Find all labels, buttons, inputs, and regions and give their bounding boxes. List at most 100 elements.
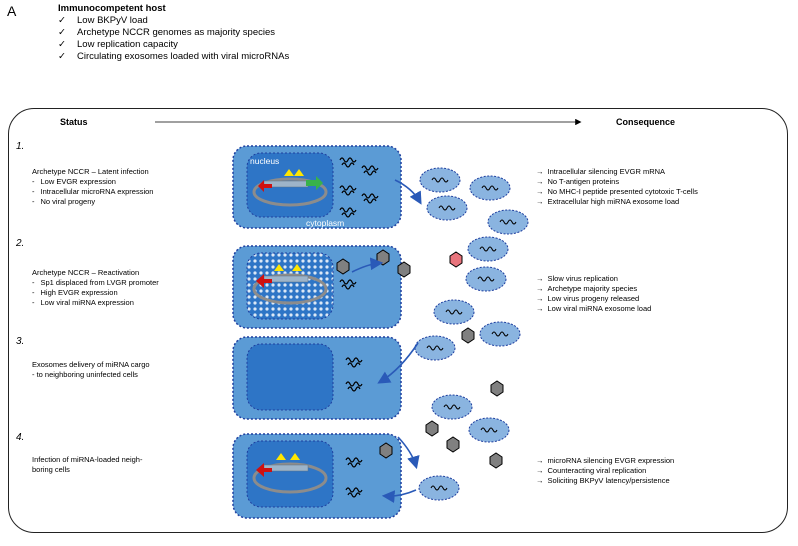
- arrow-icon: →: [536, 294, 544, 303]
- consequence-item: Archetype majority species: [547, 284, 638, 293]
- mirna-squiggle: [345, 457, 363, 468]
- exosome: [414, 335, 456, 361]
- promoter-marker: [290, 453, 300, 460]
- mirna-squiggle: [339, 207, 357, 218]
- exosome: [418, 475, 460, 501]
- nucleus: [246, 343, 334, 411]
- consequence-item: Extracellular high miRNA exosome load: [547, 197, 680, 206]
- virion: [397, 261, 411, 278]
- uptake-arrow: [381, 489, 417, 504]
- status-header: Status: [60, 117, 88, 127]
- uptake-arrow: [397, 436, 420, 470]
- nucleus: [246, 440, 334, 508]
- host-item: ✓Low replication capacity: [58, 39, 289, 51]
- exosome: [419, 167, 461, 193]
- arrow-icon: →: [536, 304, 544, 313]
- uptake-arrow: [377, 342, 419, 384]
- check-icon: ✓: [58, 27, 66, 38]
- exosomes: [414, 167, 529, 501]
- cell-3: [232, 336, 402, 420]
- mirna-squiggle: [339, 157, 357, 168]
- exosome: [426, 195, 468, 221]
- check-icon: ✓: [58, 39, 66, 50]
- exosome: [487, 209, 529, 235]
- virion: [379, 442, 393, 459]
- cell-4: [232, 433, 402, 519]
- cell-1: nucleus cytoplasm: [232, 145, 402, 229]
- viral-genome: [252, 177, 328, 207]
- promoter-marker: [284, 169, 294, 176]
- mirna-squiggle: [345, 357, 363, 368]
- stage-3-description: Exosomes delivery of miRNA cargo - to ne…: [32, 360, 150, 380]
- cytoplasm-label: cytoplasm: [306, 218, 344, 228]
- exosome: [465, 266, 507, 292]
- promoter-marker: [274, 264, 284, 271]
- host-summary: Immunocompetent host ✓Low BKPyV load ✓Ar…: [58, 3, 289, 63]
- panel-letter: A: [7, 3, 17, 19]
- stage-title: Exosomes delivery of miRNA cargo: [32, 360, 150, 369]
- host-item: ✓ Circulating exosomes loaded with viral …: [58, 51, 289, 63]
- consequence-item: No MHC-I peptide presented cytotoxic T-c…: [547, 187, 698, 196]
- arrow-icon: →: [536, 177, 544, 186]
- exosome: [433, 299, 475, 325]
- mirna-squiggle: [345, 487, 363, 498]
- host-item-text: Low BKPyV load: [77, 15, 148, 26]
- early-gene-arrow: [258, 180, 272, 192]
- exosome: [479, 321, 521, 347]
- virion: [489, 452, 503, 469]
- virion: [336, 258, 350, 275]
- arrow-icon: →: [536, 187, 544, 196]
- mirna-squiggle: [339, 279, 357, 290]
- stage-4-description: Infection of miRNA-loaded neigh- boring …: [32, 455, 142, 475]
- stage-point: -High EVGR expression: [32, 288, 118, 297]
- release-arrow: [351, 257, 384, 273]
- consequence-item: microRNA silencing EVGR expression: [547, 456, 675, 465]
- virion: [490, 380, 504, 397]
- host-item: ✓Archetype NCCR genomes as majority spec…: [58, 27, 289, 39]
- consequence-item: Intracellular silencing EVGR mRNA: [547, 167, 666, 176]
- consequence-item: Low viral miRNA exosome load: [547, 304, 652, 313]
- virion: [425, 420, 439, 437]
- stage-title: Archetype NCCR – Reactivation: [32, 268, 140, 277]
- nucleus: [246, 252, 334, 320]
- early-gene-arrow: [256, 274, 272, 288]
- stage-2-consequences: →Slow virus replication →Archetype major…: [536, 274, 651, 314]
- stage-subtitle: - to neighboring uninfected cells: [32, 370, 138, 379]
- mirna-squiggle: [361, 165, 379, 176]
- exosome: [469, 175, 511, 201]
- consequence-header: Consequence: [616, 117, 676, 127]
- arrow-icon: →: [536, 197, 544, 206]
- stage-point: -Sp1 displaced from LVGR promoter: [32, 278, 159, 287]
- arrow-icon: →: [536, 284, 544, 293]
- exosome: [467, 236, 509, 262]
- early-gene-arrow: [256, 463, 272, 477]
- diagram-frame: [8, 108, 788, 533]
- viral-genome: [252, 462, 328, 494]
- consequence-item: Slow virus replication: [547, 274, 618, 283]
- cell-2: [232, 245, 402, 329]
- promoter-marker: [292, 264, 302, 271]
- nucleus-label: nucleus: [250, 156, 279, 166]
- arrow-icon: →: [536, 476, 544, 485]
- check-icon: ✓: [58, 51, 66, 62]
- stage-1-description: Archetype NCCR – Latent infection -Low E…: [32, 167, 153, 207]
- consequence-item: No T-antigen proteins: [547, 177, 620, 186]
- exosome: [468, 417, 510, 443]
- release-arrow: [394, 179, 422, 205]
- stage-2-description: Archetype NCCR – Reactivation -Sp1 displ…: [32, 268, 159, 308]
- consequence-item: Low virus progeny released: [547, 294, 640, 303]
- virion: [461, 327, 475, 344]
- arrow-icon: →: [536, 456, 544, 465]
- host-item: ✓Low BKPyV load: [58, 15, 289, 27]
- mirna-squiggle: [361, 193, 379, 204]
- stage-point: -Low viral miRNA expression: [32, 298, 134, 307]
- stage-number: 2.: [16, 238, 25, 249]
- arrow-icon: →: [536, 167, 544, 176]
- stage-point: -No viral progeny: [32, 197, 96, 206]
- host-item-text: Circulating exosomes loaded with viral m…: [77, 51, 290, 62]
- stage-1-consequences: →Intracellular silencing EVGR mRNA →No T…: [536, 167, 698, 207]
- consequence-item: Soliciting BKPyV latency/persistence: [547, 476, 670, 485]
- host-title: Immunocompetent host: [58, 3, 166, 14]
- stage-title: Infection of miRNA-loaded neigh-: [32, 455, 143, 464]
